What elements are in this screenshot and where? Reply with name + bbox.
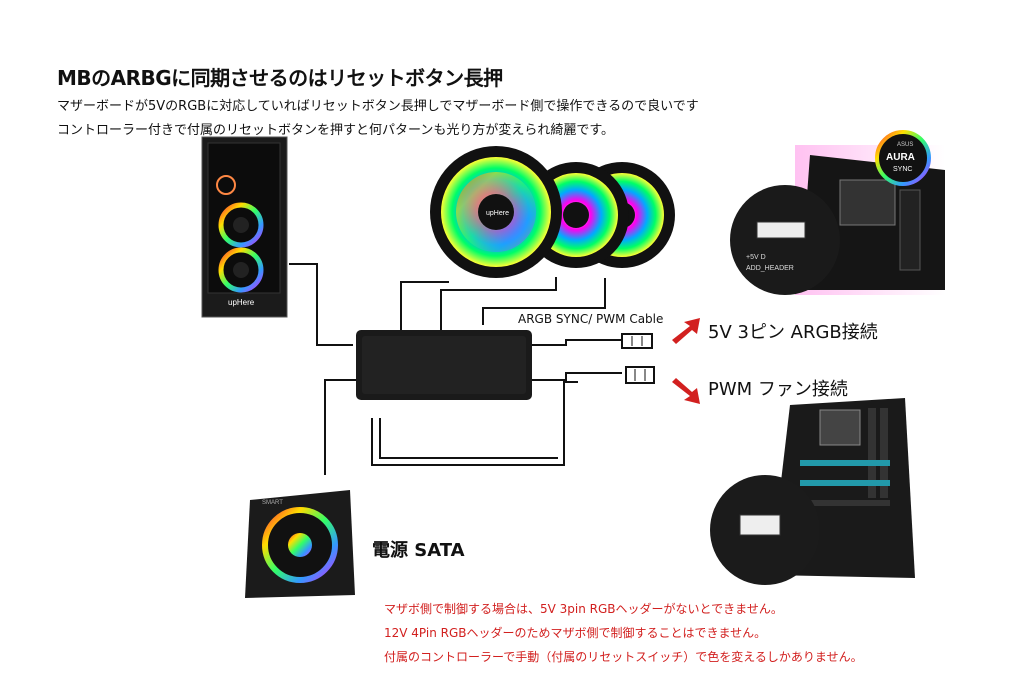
aura-sync-text: SYNC bbox=[893, 166, 912, 173]
pc-case: upHere bbox=[201, 136, 288, 318]
note-line-1: マザボ側で制御する場合は、5V 3pin RGBヘッダーがないとできません。 bbox=[384, 602, 783, 616]
aura-text: AURA bbox=[886, 152, 915, 163]
fan-brand: upHere bbox=[486, 210, 509, 217]
pwm-connector bbox=[625, 366, 655, 384]
case-brand: upHere bbox=[228, 298, 255, 307]
cable-label: ARGB SYNC/ PWM Cable bbox=[518, 312, 664, 326]
arrow-icons bbox=[672, 318, 700, 404]
fan-group: upHere bbox=[430, 146, 675, 278]
asus-text: ASUS bbox=[897, 142, 913, 148]
argb-connection-label: 5V 3ピン ARGB接続 bbox=[708, 322, 878, 343]
header-silk-1: +5V D bbox=[746, 254, 766, 261]
asus-motherboard: ASUS AURA SYNC +5V D ADD_HEADER bbox=[730, 130, 945, 295]
arrow-up-right-icon bbox=[672, 318, 700, 344]
note-line-2: 12V 4Pin RGBヘッダーのためマザボ側で制御することはできません。 bbox=[384, 626, 767, 640]
pwm-connection-label: PWM ファン接続 bbox=[708, 379, 848, 400]
description-line-2: コントローラー付きで付属のリセットボタンを押すと何パターンも光り方が変えられ綺麗… bbox=[57, 123, 615, 138]
arrow-down-right-icon bbox=[672, 378, 700, 404]
description-line-1: マザーボードが5VのRGBに対応していればリセットボタン長押しでマザーボード側で… bbox=[57, 99, 699, 114]
sata-power-label: 電源 SATA bbox=[372, 540, 465, 561]
note-line-3: 付属のコントローラーで手動（付属のリセットスイッチ）で色を変えるしかありません。 bbox=[384, 650, 863, 664]
psu-brand: SMART bbox=[262, 500, 283, 506]
power-supply: SMART bbox=[245, 490, 355, 598]
header-silk-2: ADD_HEADER bbox=[746, 265, 794, 272]
cables bbox=[289, 263, 622, 475]
argb-connector bbox=[621, 333, 653, 349]
gigabyte-motherboard bbox=[710, 398, 915, 585]
controller-hub bbox=[356, 330, 532, 400]
page-title: MBのARBGに同期させるのはリセットボタン長押 bbox=[57, 66, 503, 90]
